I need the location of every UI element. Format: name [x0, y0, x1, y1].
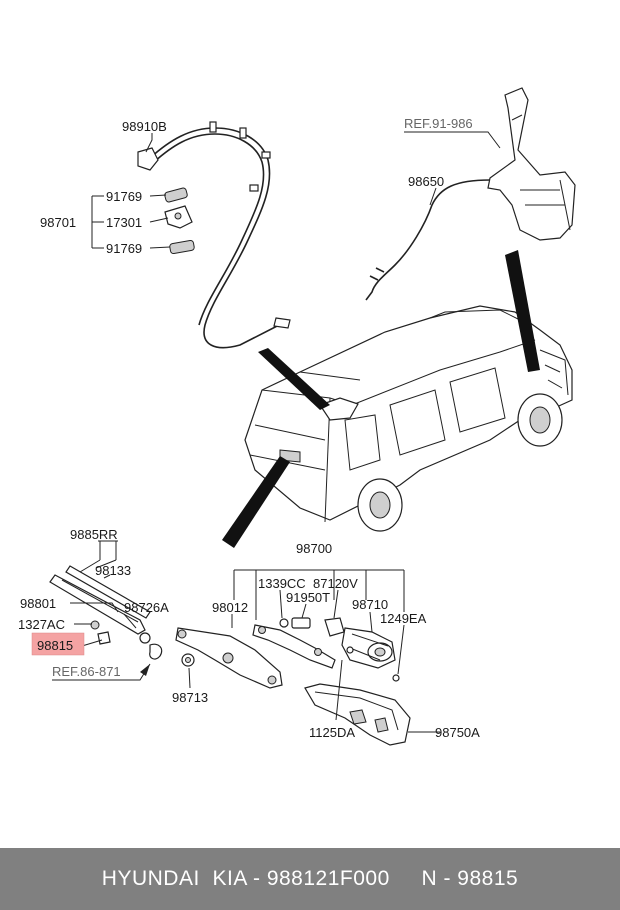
label-98701[interactable]: 98701: [40, 215, 76, 230]
wiper-motor-linkage: [252, 617, 400, 682]
hose-clips: [164, 187, 195, 255]
callout-wedges: [222, 250, 540, 548]
label-ref-91-986[interactable]: REF.91-986: [404, 116, 473, 131]
label-91769-bottom[interactable]: 91769: [106, 241, 142, 256]
rear-wiper-arm-blade: [49, 565, 163, 660]
label-98910B[interactable]: 98910B: [122, 119, 167, 134]
motor-cover: [175, 627, 283, 689]
label-98815[interactable]: 98815: [37, 638, 73, 653]
label-ref-86-871[interactable]: REF.86-871: [52, 664, 121, 679]
label-1327AC[interactable]: 1327AC: [18, 617, 65, 632]
label-98726A[interactable]: 98726A: [124, 600, 169, 615]
label-98801[interactable]: 98801: [20, 596, 56, 611]
label-98710[interactable]: 98710: [352, 597, 388, 612]
label-87120V[interactable]: 87120V: [313, 576, 358, 591]
footer-brand-code: HYUNDAI KIA - 988121F000: [101, 867, 390, 890]
label-1249EA[interactable]: 1249EA: [380, 611, 427, 626]
label-17301[interactable]: 17301: [106, 215, 142, 230]
label-98133[interactable]: 98133: [95, 563, 131, 578]
label-98713[interactable]: 98713: [172, 690, 208, 705]
exploded-parts-diagram: 98910B 91769 98701 17301 91769 REF.91-98…: [18, 87, 576, 746]
label-98650[interactable]: 98650: [408, 174, 444, 189]
lower-cover: [304, 683, 411, 746]
label-98750A[interactable]: 98750A: [435, 725, 480, 740]
part-labels: 98910B 91769 98701 17301 91769 REF.91-98…: [18, 116, 480, 740]
part-number-footer: HYUNDAI KIA - 988121F000 N - 98815: [0, 848, 620, 910]
label-9885RR[interactable]: 9885RR: [70, 527, 118, 542]
label-98700[interactable]: 98700: [296, 541, 332, 556]
leader-lines: [52, 131, 501, 733]
label-1125DA[interactable]: 1125DA: [309, 725, 355, 740]
vehicle-illustration: [244, 305, 573, 532]
label-91950T[interactable]: 91950T: [286, 590, 330, 605]
washer-hose-assembly: [137, 121, 291, 349]
label-98012[interactable]: 98012: [212, 600, 248, 615]
washer-reservoir: [365, 87, 576, 301]
label-1339CC[interactable]: 1339CC: [258, 576, 306, 591]
footer-part-number: N - 98815: [421, 867, 519, 890]
highlight-box: [31, 632, 85, 656]
label-91769-top[interactable]: 91769: [106, 189, 142, 204]
